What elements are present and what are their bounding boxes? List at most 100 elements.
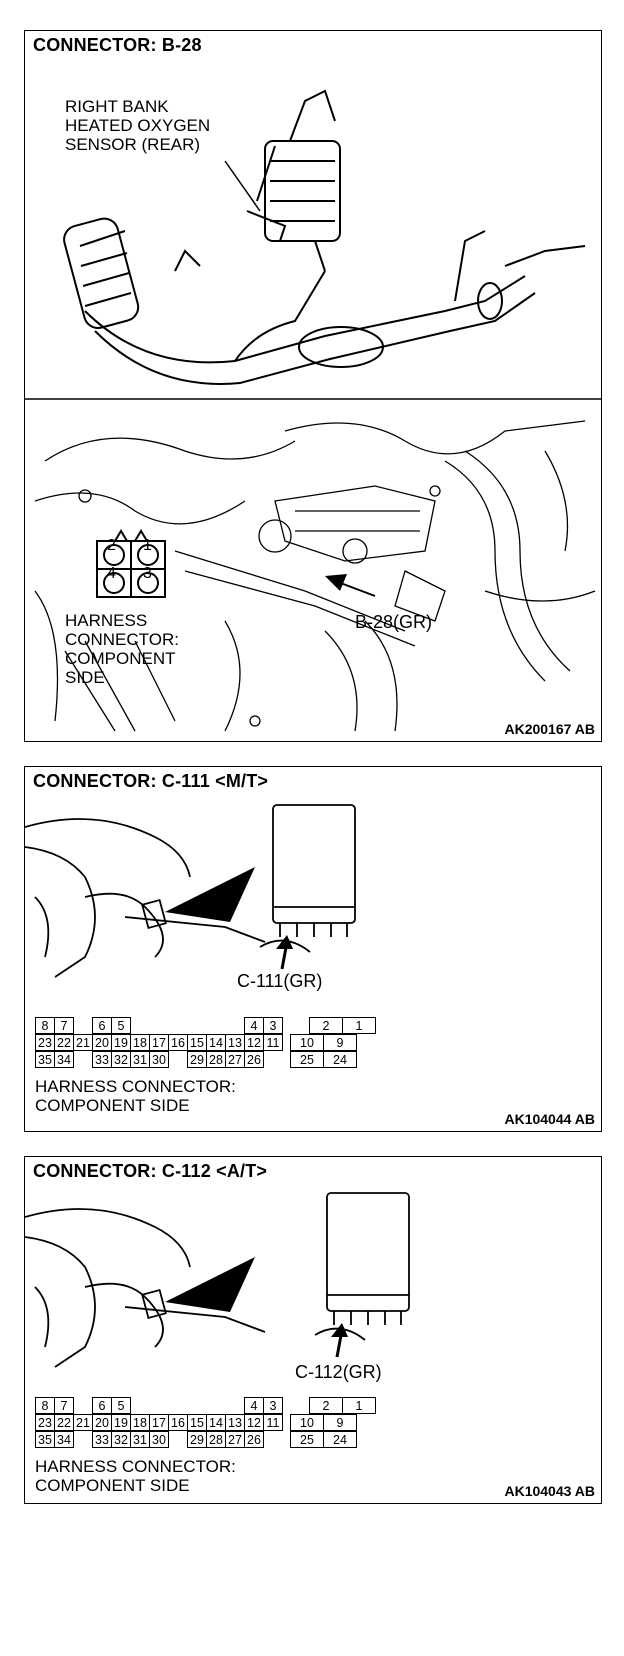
pin-cell: 21 [73,1034,93,1051]
pin-cell: 6 [92,1017,112,1034]
pin-cell: 17 [149,1034,169,1051]
pin-cell: 25 [290,1431,324,1448]
pin-cell [168,1017,188,1034]
pin-cell: 11 [263,1414,283,1431]
pin-cell [187,1017,207,1034]
pin-2: 2 [107,537,116,554]
pin-cell: 6 [92,1397,112,1414]
pin-cell: 16 [168,1034,188,1051]
pin-cell: 3 [263,1397,283,1414]
pin-cell [149,1017,169,1034]
pin-cell: 4 [244,1397,264,1414]
pin-cell [168,1051,188,1068]
pin-cell: 35 [35,1431,55,1448]
harness-connector-label: HARNESS CONNECTOR: COMPONENT SIDE [35,1077,236,1115]
pin-cell [290,1397,310,1414]
pin-cell: 3 [263,1017,283,1034]
pin-cell: 30 [149,1431,169,1448]
pin-cell: 24 [323,1051,357,1068]
pin-cell [187,1397,207,1414]
pin-cell [130,1397,150,1414]
pin-cell [73,1017,93,1034]
pin-cell: 31 [130,1431,150,1448]
pin-cell: 16 [168,1414,188,1431]
pin-cell [73,1431,93,1448]
pin-cell: 33 [92,1051,112,1068]
pin-cell: 32 [111,1431,131,1448]
pin-cell: 11 [263,1034,283,1051]
pin-cell: 10 [290,1034,324,1051]
pin-cell: 10 [290,1414,324,1431]
pin-cell [225,1397,245,1414]
connector-callout: C-112(GR) [295,1362,382,1382]
panel-title: CONNECTOR: C-112 <A/T> [33,1161,268,1181]
sensor-label: RIGHT BANK HEATED OXYGEN SENSOR (REAR) [65,97,211,154]
pin-cell: 17 [149,1414,169,1431]
pin-cell: 29 [187,1051,207,1068]
figure-code: AK200167 AB [504,721,595,737]
pin-cell: 13 [225,1034,245,1051]
pin-cell: 28 [206,1051,226,1068]
pin-cell [206,1397,226,1414]
pin-cell: 28 [206,1431,226,1448]
panel-title: CONNECTOR: C-111 <M/T> [33,771,269,791]
pin-cell: 23 [35,1414,55,1431]
pin-cell [73,1051,93,1068]
pin-cell: 7 [54,1397,74,1414]
pin-cell: 22 [54,1414,74,1431]
pin-4: 4 [107,565,116,582]
pin-cell [263,1051,283,1068]
pin-cell: 7 [54,1017,74,1034]
pin-cell: 14 [206,1414,226,1431]
pin-cell [168,1431,188,1448]
figure-code: AK104043 AB [504,1483,595,1499]
pin-cell: 2 [309,1017,343,1034]
pin-cell [263,1431,283,1448]
pin-cell: 19 [111,1414,131,1431]
pin-cell: 18 [130,1414,150,1431]
harness-connector-label: HARNESS CONNECTOR: COMPONENT SIDE [35,1457,236,1495]
pin-cell: 9 [323,1414,357,1431]
pin-cell: 32 [111,1051,131,1068]
exhaust-engine-illustration [25,89,601,732]
pin-cell: 15 [187,1414,207,1431]
pin-cell: 24 [323,1431,357,1448]
panel-title: CONNECTOR: B-28 [33,35,202,55]
pin-cell: 12 [244,1034,264,1051]
pin-cell [290,1017,310,1034]
dashboard-illustration [25,1192,410,1368]
pin-cell: 23 [35,1034,55,1051]
pin-cell: 22 [54,1034,74,1051]
pin-cell [206,1017,226,1034]
pin-cell: 20 [92,1414,112,1431]
pin-cell [149,1397,169,1414]
pin-cell: 1 [342,1017,376,1034]
pin-cell: 19 [111,1034,131,1051]
pin-cell: 9 [323,1034,357,1051]
pin-cell: 33 [92,1431,112,1448]
pin-cell: 29 [187,1431,207,1448]
pin-cell: 25 [290,1051,324,1068]
pin-cell: 15 [187,1034,207,1051]
pin-cell: 13 [225,1414,245,1431]
pin-cell: 26 [244,1431,264,1448]
pin-cell: 12 [244,1414,264,1431]
pin-cell: 14 [206,1034,226,1051]
pin-cell: 21 [73,1414,93,1431]
connector-callout: C-111(GR) [237,971,323,991]
pin-1: 1 [143,537,152,554]
connector-callout: B-28(GR) [355,612,433,632]
pin-cell: 8 [35,1017,55,1034]
pin-cell: 5 [111,1397,131,1414]
pin-cell: 27 [225,1431,245,1448]
connector-b28-panel: CONNECTOR: B-28 RIGHT BANK HEATED OXYGEN… [24,30,602,742]
pin-cell: 30 [149,1051,169,1068]
pin-cell: 1 [342,1397,376,1414]
harness-connector-label: HARNESS CONNECTOR: COMPONENT SIDE [65,611,179,687]
pin-cell [73,1397,93,1414]
pin-cell: 26 [244,1051,264,1068]
